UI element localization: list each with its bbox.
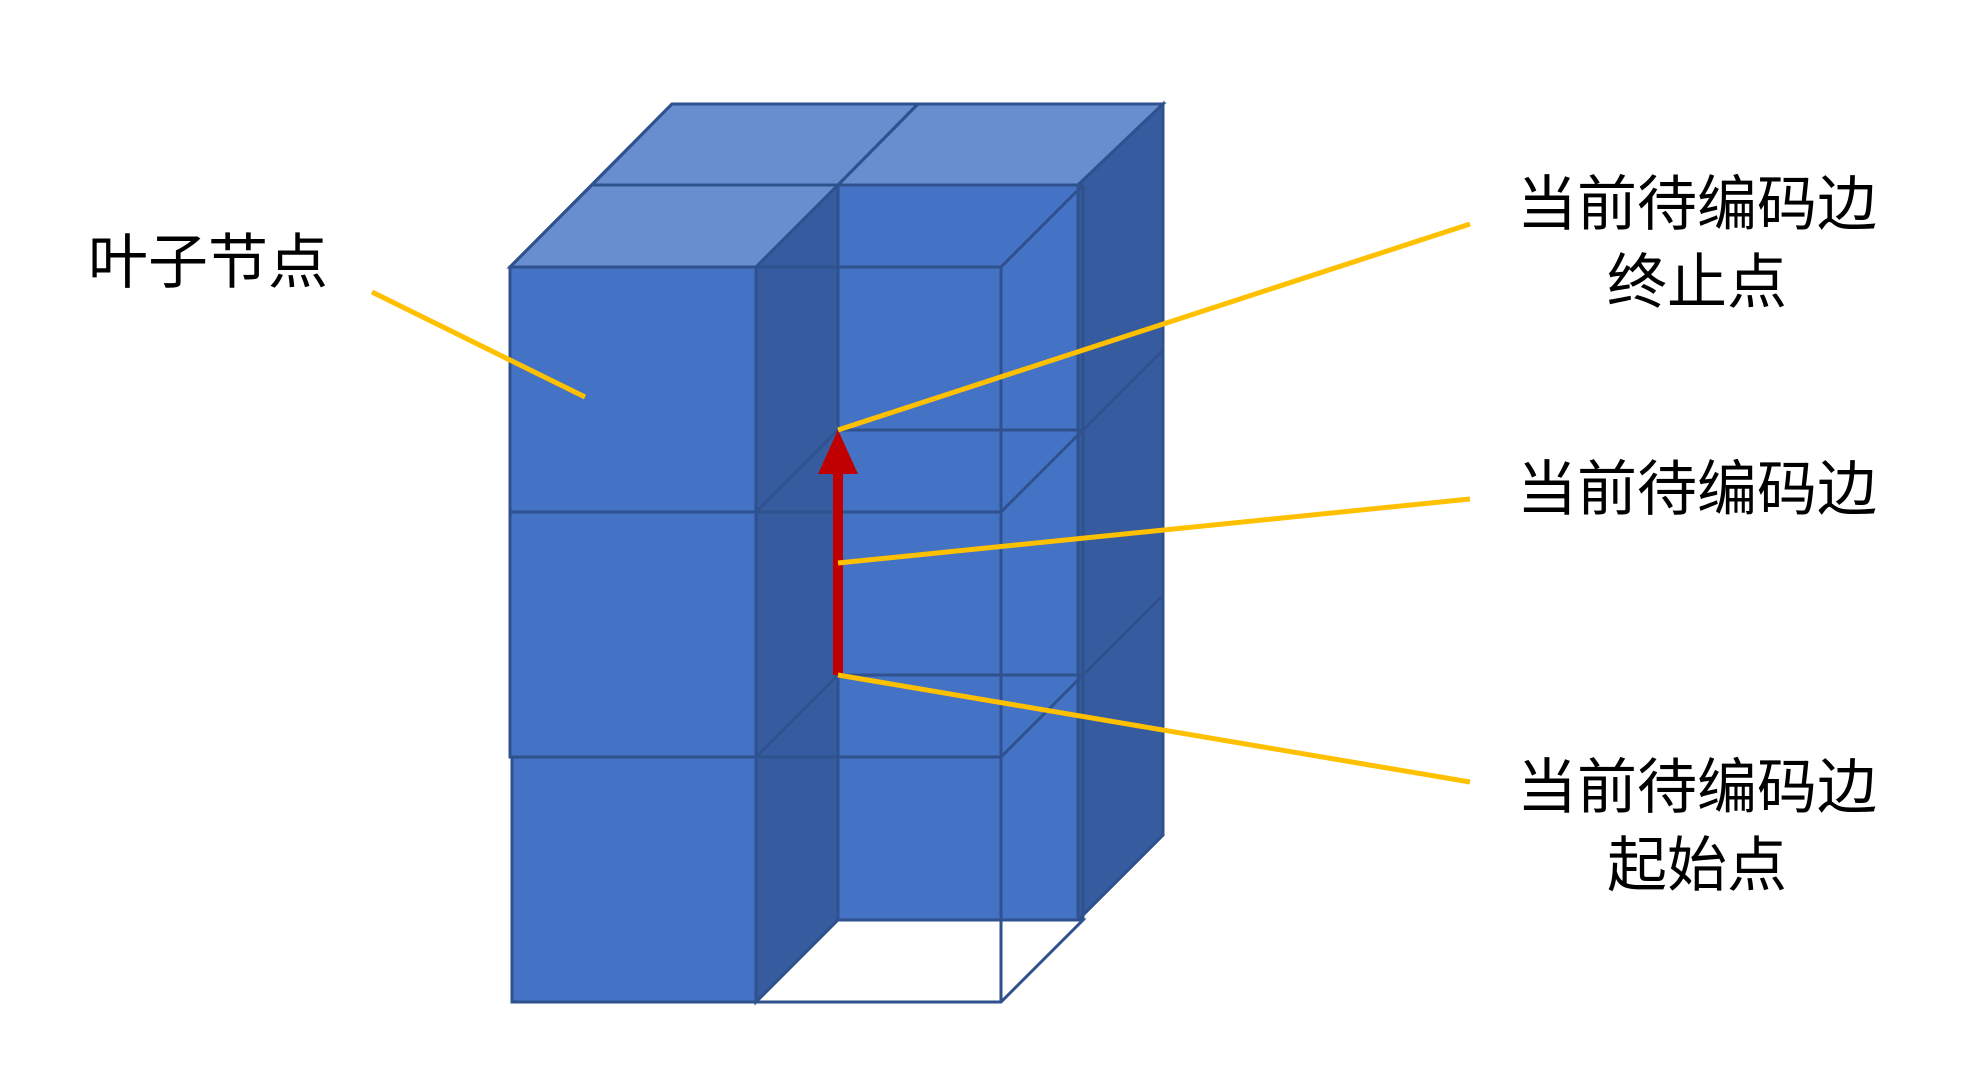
back-right-face [1076, 100, 1165, 924]
label-edge-end-line2: 终止点 [1607, 248, 1787, 318]
leader-edge-end [837, 221, 1471, 433]
grid-line [754, 673, 840, 759]
front-left-column [508, 265, 758, 1004]
cube-front-middle [508, 510, 758, 759]
leader-leaf-node [370, 289, 587, 400]
outline [508, 102, 1165, 1004]
grid-line [999, 673, 1085, 759]
grid-line [754, 428, 840, 514]
label-edge-start-line2: 起始点 [1607, 831, 1787, 901]
label-edge-start-line1: 当前待编码边 [1517, 753, 1877, 823]
outline-front-bottom [510, 755, 758, 1004]
grid-line [999, 183, 1085, 269]
grid-line [999, 428, 1085, 514]
inner-left-shade [754, 181, 840, 1006]
cube-front-top [508, 265, 758, 514]
label-current-edge: 当前待编码边 [1517, 455, 1877, 525]
outline-edge [1076, 102, 1165, 187]
leader-edge-start [837, 672, 1471, 785]
outline-edge [836, 102, 920, 187]
grid-line [1081, 593, 1165, 677]
leader-lines [370, 221, 1471, 785]
leader-current-edge [837, 496, 1471, 566]
cube-front-bottom [510, 755, 758, 1004]
current-edge-arrow [818, 430, 858, 675]
labels: 叶子节点 当前待编码边 终止点 当前待编码边 当前待编码边 起始点 [88, 170, 1877, 901]
label-leaf-node: 叶子节点 [88, 228, 328, 298]
label-edge-end-line1: 当前待编码边 [1517, 170, 1877, 240]
arrow-head [818, 430, 858, 474]
grid-line [1081, 348, 1165, 432]
outline-edge [754, 183, 840, 269]
